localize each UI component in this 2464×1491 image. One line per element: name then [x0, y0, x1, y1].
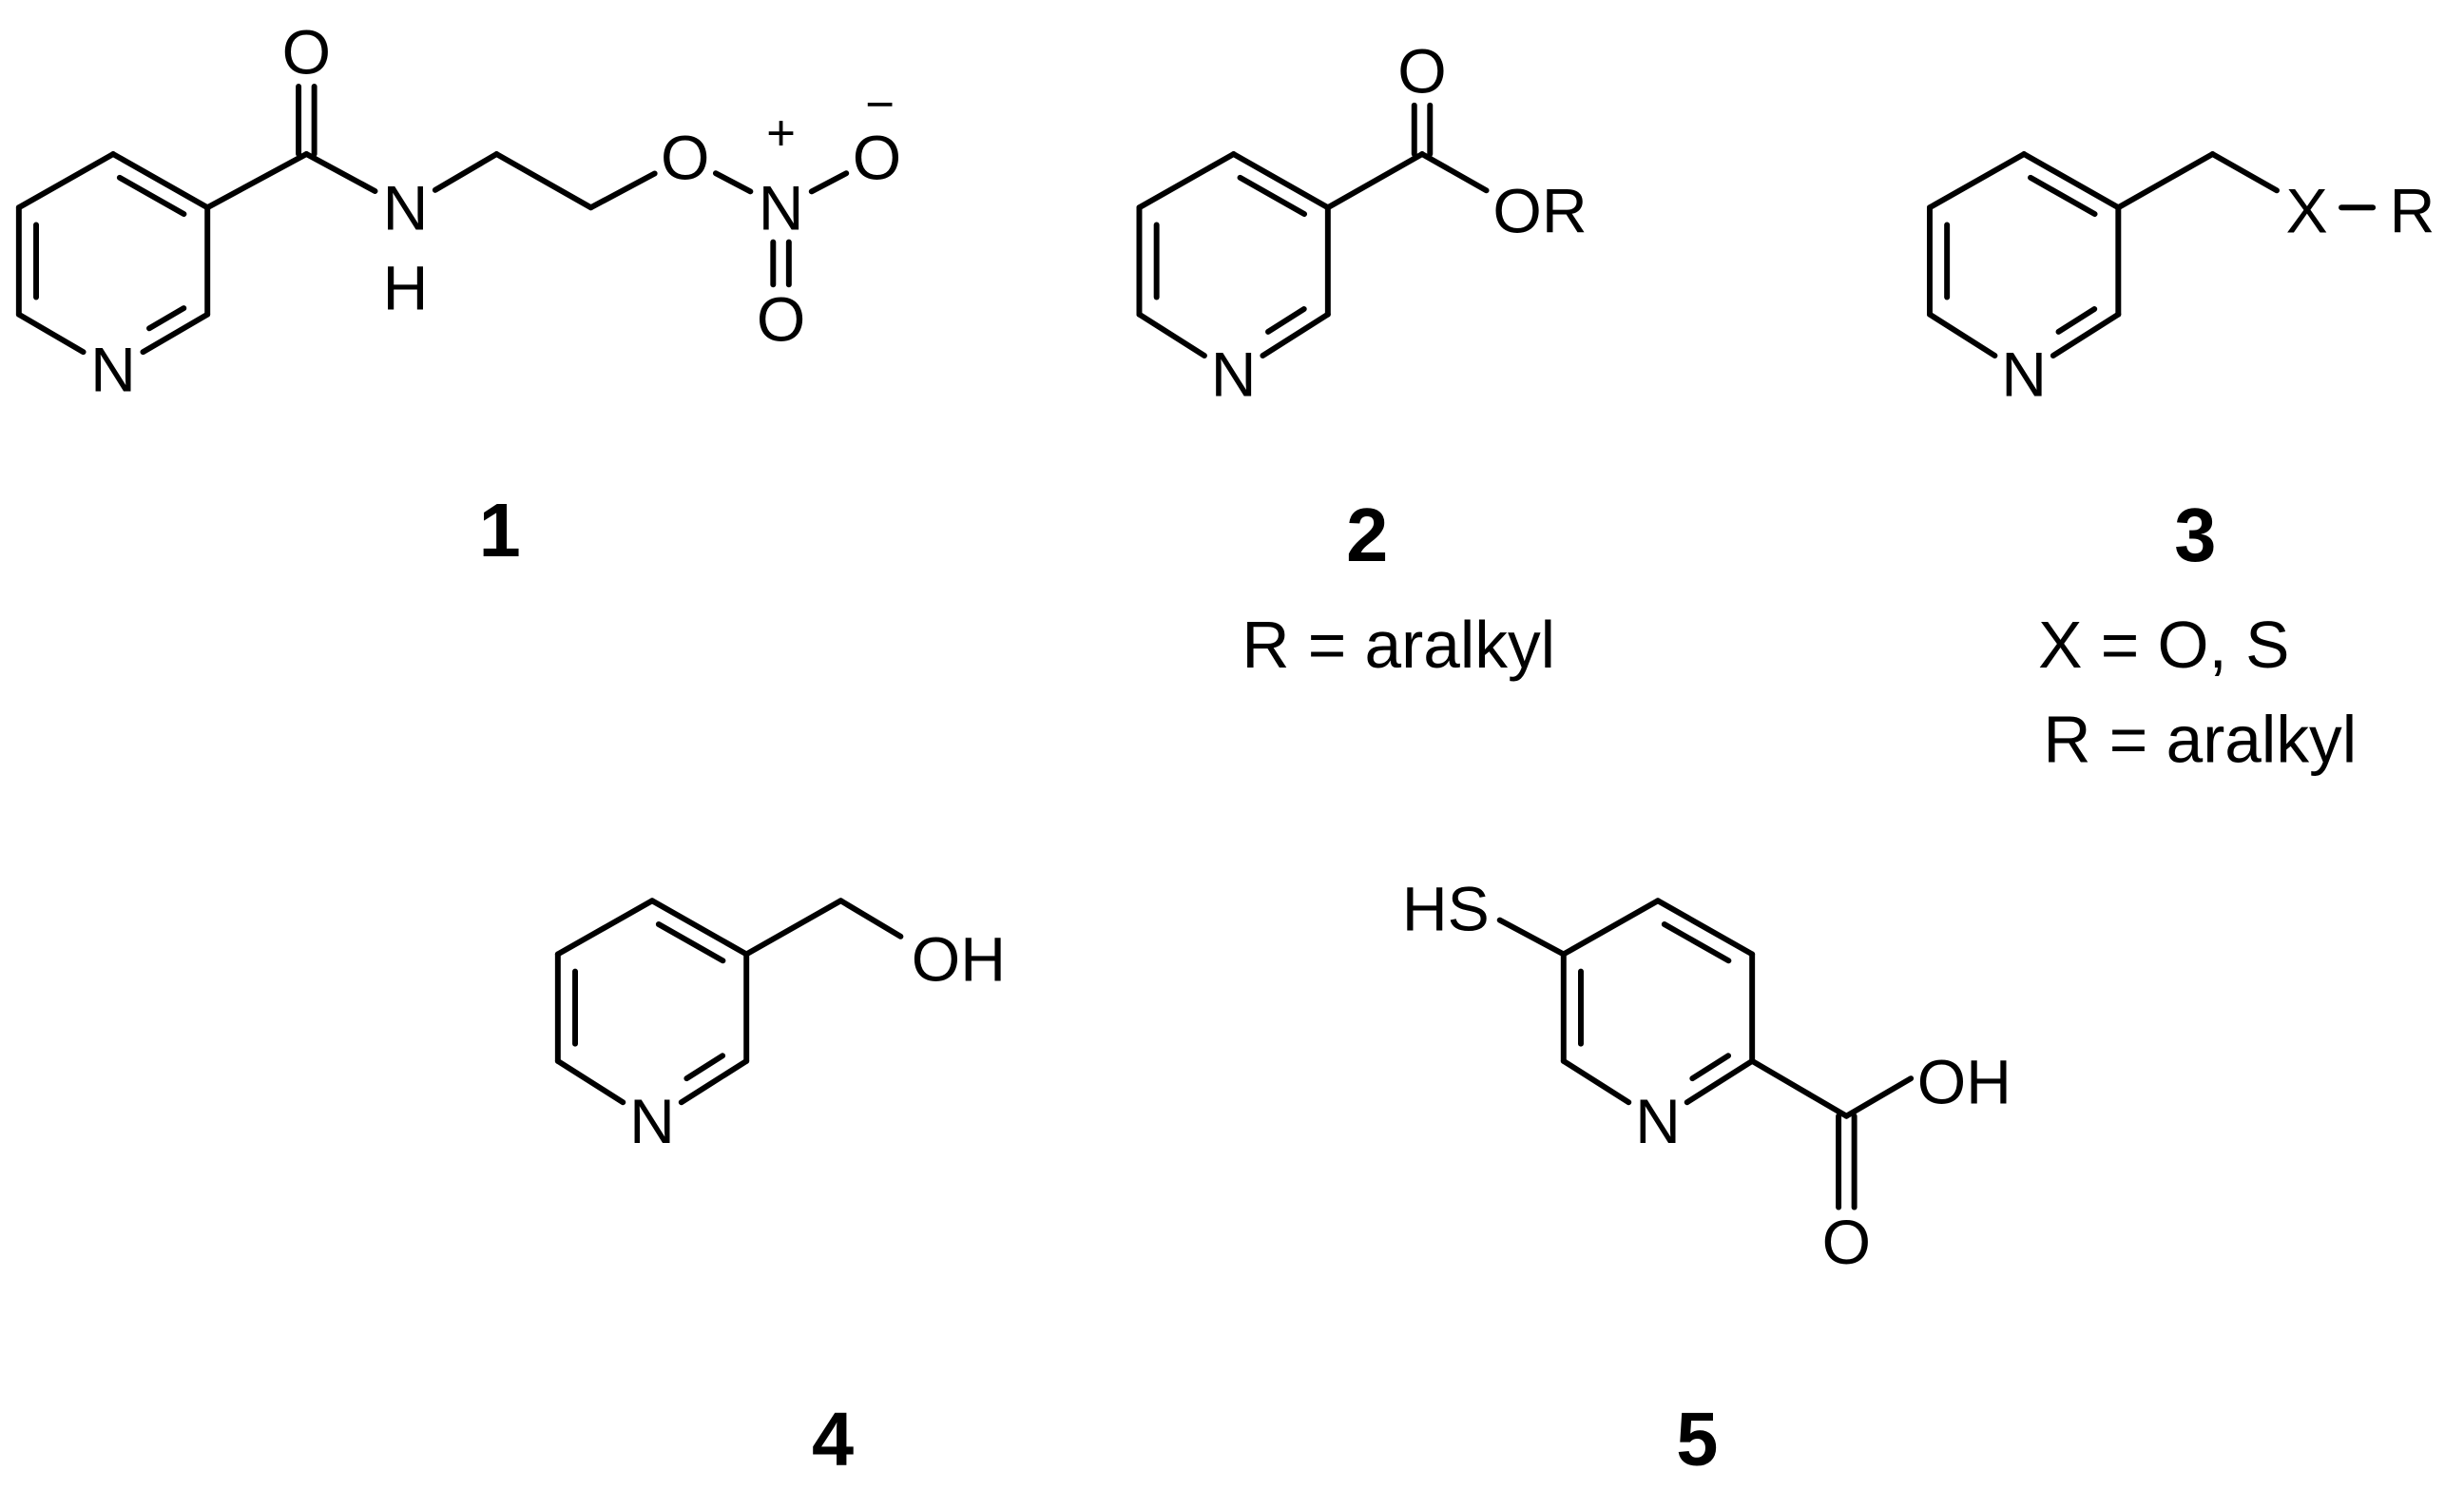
atom-n-ring: N [2001, 340, 2047, 411]
single-bond [1136, 311, 1207, 358]
atom-oh: OH [912, 925, 1006, 996]
single-bond [1749, 1057, 1850, 1119]
compound-4: N OH 4 [629, 925, 1006, 1481]
atom-hs: HS [1402, 875, 1490, 945]
aromatic-inner-bond [1265, 306, 1307, 335]
atom-o-ester: O [661, 123, 709, 193]
single-bond [15, 311, 87, 356]
compound-5: N HS OH O 5 [1402, 875, 2012, 1481]
single-bond [1230, 151, 1331, 211]
aromatic-inner-bond [655, 921, 726, 964]
compound-number: 2 [1346, 493, 1388, 577]
aromatic-inner-bond [1661, 921, 1732, 964]
single-bond [432, 151, 500, 193]
single-bond [204, 151, 310, 211]
single-bond [110, 151, 211, 211]
single-bond [1926, 151, 2028, 211]
atom-o-carbonyl: O [282, 18, 331, 88]
compound-caption-x: X = O, S [2038, 608, 2289, 682]
single-bond [712, 170, 754, 195]
single-bond [140, 311, 211, 356]
aromatic-inner-bond [1237, 174, 1308, 218]
single-bond [2115, 151, 2216, 211]
atom-n-amide: N [383, 173, 429, 243]
single-bond [1926, 311, 1998, 358]
atom-n-ring: N [90, 336, 136, 406]
atom-n-ring: N [1211, 340, 1257, 411]
single-bond [649, 898, 750, 958]
single-bond [303, 151, 378, 194]
bonds [15, 83, 2377, 1210]
single-bond [1324, 151, 1425, 211]
aromatic-inner-bond [146, 305, 187, 332]
atom-o-double: O [757, 285, 805, 356]
single-bond [1560, 1057, 1632, 1106]
compound-caption: R = aralkyl [1242, 608, 1555, 682]
compound-number: 4 [812, 1396, 854, 1481]
single-bond [15, 151, 116, 211]
single-bond [2050, 311, 2122, 358]
atom-n-ring: N [629, 1087, 675, 1157]
atom-or: OR [1492, 177, 1587, 247]
atom-r: R [2390, 177, 2435, 247]
single-bond [1136, 151, 1237, 211]
atom-o-carbonyl: O [1397, 37, 1446, 107]
single-bond [587, 170, 658, 211]
compound-1: N O N H O N + O − O 1 [90, 18, 901, 572]
atom-n-nitro: N [759, 173, 804, 243]
compound-caption-r: R = aralkyl [2043, 702, 2357, 776]
single-bond [493, 151, 594, 211]
single-bond [1684, 1057, 1756, 1106]
atom-h-amide: H [383, 254, 429, 324]
negative-charge: − [865, 77, 895, 133]
single-bond [554, 898, 655, 958]
single-bond [1419, 151, 1490, 194]
single-bond [1560, 898, 1661, 958]
aromatic-inner-bond [1689, 1053, 1732, 1082]
single-bond [808, 170, 850, 195]
single-bond [1260, 311, 1331, 358]
positive-charge: + [766, 105, 796, 161]
aromatic-inner-bond [116, 174, 187, 218]
aromatic-inner-bond [683, 1053, 726, 1082]
aromatic-inner-bond [2055, 306, 2098, 335]
atom-o: O [1822, 1208, 1871, 1278]
single-bond [2209, 151, 2281, 194]
single-bond [1655, 898, 1756, 958]
single-bond [837, 898, 904, 939]
atom-o-minus: O [853, 123, 901, 193]
atom-x: X [2286, 177, 2328, 247]
single-bond [554, 1057, 626, 1106]
compound-2: N O OR 2 R = aralkyl [1211, 37, 1588, 683]
aromatic-inner-bond [2028, 174, 2098, 218]
single-bond [743, 898, 844, 958]
atom-oh: OH [1917, 1047, 2012, 1117]
compound-number: 3 [2174, 493, 2216, 577]
single-bond [1843, 1075, 1915, 1119]
single-bond [678, 1057, 750, 1106]
compound-number: 1 [479, 488, 521, 572]
compound-3: N X R 3 X = O, S R = aralkyl [2001, 177, 2435, 777]
single-bond [1496, 917, 1567, 958]
atom-n-ring: N [1635, 1087, 1681, 1157]
single-bond [2021, 151, 2122, 211]
compound-number: 5 [1676, 1396, 1718, 1481]
